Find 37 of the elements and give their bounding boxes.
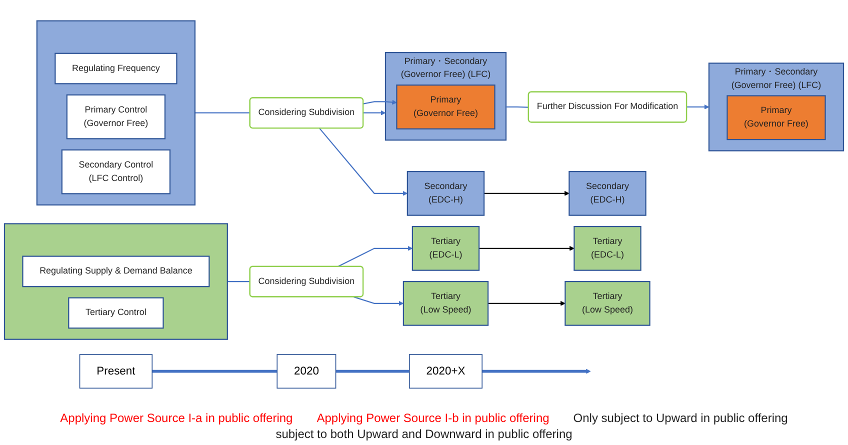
node-box: 2020+X xyxy=(408,354,482,389)
connector xyxy=(194,112,250,114)
arrow xyxy=(479,246,574,251)
note-text: Applying Power Source I-b in public offering xyxy=(316,411,550,425)
arrow xyxy=(488,300,566,306)
node-box: Regulating Supply & Demand Balance xyxy=(22,256,210,288)
node-box: Tertiary (EDC-L) xyxy=(412,226,480,271)
node-box: Primary Control (Governor Free) xyxy=(66,94,166,140)
node-box: 2020 xyxy=(276,354,336,389)
cluster xyxy=(36,20,196,206)
arrow xyxy=(354,296,404,306)
connector xyxy=(336,370,410,373)
arrow xyxy=(363,110,386,116)
cluster xyxy=(4,223,228,340)
node-box: Primary (Governor Free) xyxy=(726,95,826,140)
arrow xyxy=(686,104,710,110)
connector xyxy=(152,370,278,373)
arrow xyxy=(484,190,570,196)
node-box: Secondary Control (LFC Control) xyxy=(61,149,171,194)
node-box: Regulating Frequency xyxy=(54,52,178,84)
node-box: Primary (Governor Free) xyxy=(396,84,496,130)
node-box: Tertiary (Low Speed) xyxy=(402,280,489,326)
node-box: Tertiary (EDC-L) xyxy=(574,226,642,271)
arrow xyxy=(363,100,397,105)
note-text: subject to both Upward and Downward in public offering xyxy=(276,427,572,441)
node-box: Secondary (EDC-H) xyxy=(568,170,646,216)
arrow xyxy=(319,128,408,196)
node-box: Present xyxy=(79,354,153,389)
node-box: Tertiary Control xyxy=(68,297,164,329)
node-box: Secondary (EDC-H) xyxy=(406,170,485,216)
connector xyxy=(506,106,529,108)
node-box: Tertiary (Low Speed) xyxy=(564,280,650,326)
connector xyxy=(227,280,250,282)
note-text: Applying Power Source I-a in public offering xyxy=(60,411,293,425)
arrow xyxy=(338,246,413,268)
note-text: Only subject to Upward in public offering xyxy=(573,411,788,425)
arrow xyxy=(482,368,591,374)
